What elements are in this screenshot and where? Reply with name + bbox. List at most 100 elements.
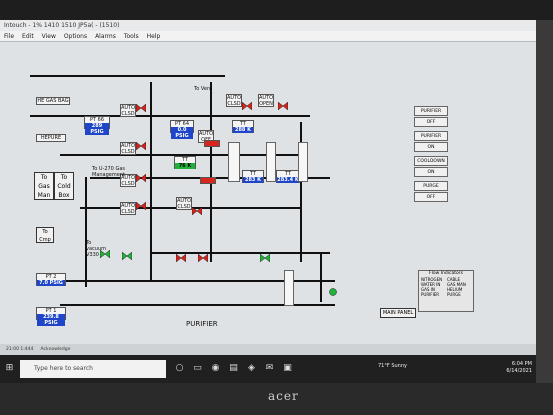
valve-closed-icon[interactable] xyxy=(278,102,288,110)
pt-reading: PT 64 0.0 PSIG xyxy=(170,120,194,139)
status-flag xyxy=(200,177,216,184)
windows-start-icon[interactable]: ⊞ xyxy=(5,363,14,373)
pt-reading: PT 66 289 PSIG xyxy=(84,116,110,135)
note-to-vent: To Vent xyxy=(194,86,213,92)
vessel xyxy=(284,270,294,306)
pipe xyxy=(60,304,335,306)
valve-closed-icon[interactable] xyxy=(198,254,208,262)
valve-status-box[interactable]: AUTO CLSD xyxy=(120,104,136,117)
tt-reading: TT 76 K xyxy=(174,156,196,169)
pipe xyxy=(85,177,87,287)
legend-item: HELIUM xyxy=(447,287,463,292)
valve-closed-icon[interactable] xyxy=(176,254,186,262)
pipe xyxy=(150,82,152,282)
task-view-icon[interactable]: ○ xyxy=(175,363,184,373)
laptop-bezel-top xyxy=(0,0,553,20)
menu-file[interactable]: File xyxy=(4,32,15,40)
valve-status-box[interactable]: AUTO CLSD xyxy=(226,94,242,107)
valve-open-icon[interactable] xyxy=(100,250,110,258)
valve-closed-icon[interactable] xyxy=(192,207,202,215)
taskbar-search-input[interactable]: Type here to search xyxy=(20,360,166,378)
folder-icon[interactable]: ▤ xyxy=(229,363,238,373)
he-gas-bag-box: HE GAS BAG xyxy=(36,97,70,105)
valve-closed-icon[interactable] xyxy=(136,174,146,182)
vessel xyxy=(298,142,308,182)
valve-status-box[interactable]: AUTO OPEN xyxy=(258,94,274,107)
valve-status-box[interactable]: AUTO CLSD xyxy=(120,202,136,215)
valve-closed-icon[interactable] xyxy=(136,142,146,150)
app-icon[interactable]: ▣ xyxy=(283,363,292,373)
menu-edit[interactable]: Edit xyxy=(22,32,34,40)
valve-closed-icon[interactable] xyxy=(136,202,146,210)
pipe xyxy=(30,75,225,77)
pipe xyxy=(60,154,300,156)
legend-item: GAS IN xyxy=(421,287,435,292)
pipe xyxy=(320,252,322,302)
valve-closed-icon[interactable] xyxy=(136,104,146,112)
valve-status-box[interactable]: AUTO CLSD xyxy=(176,197,192,210)
tt-reading: TT 288 K xyxy=(232,120,254,133)
valve-closed-icon[interactable] xyxy=(242,102,252,110)
tt-reading: TT 283.4 K xyxy=(276,170,300,183)
purifier-mode-value[interactable]: OFF xyxy=(414,117,448,127)
purifier-value[interactable]: ON xyxy=(414,142,448,152)
store-icon[interactable]: ◈ xyxy=(248,363,255,373)
pipe xyxy=(300,122,302,262)
valve-status-box[interactable]: AUTO CLSD xyxy=(120,142,136,155)
menu-view[interactable]: View xyxy=(41,32,56,40)
legend-item: PURIFIER xyxy=(421,292,440,297)
laptop-screen: Intouch - 1% 1410 1510 JP5a( - (1510) Fi… xyxy=(0,20,536,383)
weather-widget[interactable]: 71°F Sunny xyxy=(378,363,407,369)
mail-icon[interactable]: ✉ xyxy=(265,363,274,373)
valve-status-box[interactable]: AUTO CLSD xyxy=(120,174,136,187)
he-gas-bag-label: HE GAS BAG xyxy=(37,98,69,104)
hepure-box: HEPURE xyxy=(36,134,66,142)
pipe xyxy=(210,82,212,262)
cooldown-label: COOLDOWN xyxy=(414,156,448,166)
purge-value[interactable]: OFF xyxy=(414,192,448,202)
menu-options[interactable]: Options xyxy=(63,32,88,40)
to-cold-box-button[interactable]: To Cold Box xyxy=(54,172,74,200)
pt-reading: PT 2 7.0 PSIG xyxy=(36,273,66,286)
menu-alarms[interactable]: Alarms xyxy=(95,32,116,40)
vessel xyxy=(266,142,276,182)
valve-open-icon[interactable] xyxy=(260,254,270,262)
legend-item: CABLE xyxy=(447,277,461,282)
legend-item: NITROGEN xyxy=(421,277,443,282)
window-title: Intouch - 1% 1410 1510 JP5a( - (1510) xyxy=(4,22,120,29)
status-bar: 21:00 1:444 Acknowledge xyxy=(0,344,536,355)
pipe xyxy=(60,280,335,282)
menu-help[interactable]: Help xyxy=(146,32,161,40)
to-cmp-button[interactable]: To Cmp xyxy=(36,227,54,243)
main-panel-button[interactable]: MAIN PANEL xyxy=(380,308,416,318)
cooldown-value[interactable]: ON xyxy=(414,167,448,177)
pump-icon[interactable] xyxy=(328,288,338,296)
vessel xyxy=(228,142,240,182)
diagram-title: PURIFIER xyxy=(186,320,218,328)
pipe xyxy=(150,252,330,254)
legend-title: Flow Indicators xyxy=(429,271,463,276)
pt-reading: PT 1 239.8 PSIG xyxy=(36,307,66,326)
purge-label: PURGE xyxy=(414,181,448,191)
browser-icon[interactable]: ◉ xyxy=(211,363,220,373)
valve-open-icon[interactable] xyxy=(122,252,132,260)
menu-tools[interactable]: Tools xyxy=(123,32,139,40)
taskbar-clock[interactable]: 6:04 PM 6/14/2021 xyxy=(506,361,532,374)
flow-legend: Flow Indicators NITROGEN CABLE WATER IN … xyxy=(418,270,474,312)
process-diagram: HE GAS BAG HEPURE To Gas Man To Cold Box… xyxy=(0,42,536,344)
legend-item: GAS MAN xyxy=(447,282,466,287)
pipe xyxy=(30,115,310,117)
note-to-u270: To U-270 Gas Management xyxy=(92,166,125,178)
to-gas-man-button[interactable]: To Gas Man xyxy=(34,172,54,200)
task-switch-icon[interactable]: ▭ xyxy=(193,363,202,373)
status-flag xyxy=(204,140,220,147)
window-titlebar: Intouch - 1% 1410 1510 JP5a( - (1510) xyxy=(0,20,536,31)
purifier-mode-label: PURIFIER MODE xyxy=(414,106,448,123)
brand-logo: acer xyxy=(268,389,299,403)
menu-bar: File Edit View Options Alarms Tools Help xyxy=(0,31,536,42)
taskbar: ⊞ Type here to search ○ ▭ ◉ ▤ ◈ ✉ ▣ 71°F… xyxy=(0,355,536,383)
tt-reading: TT 283 K xyxy=(242,170,264,183)
note-to-vac: To vacuum V330 xyxy=(86,240,106,258)
acknowledge-button[interactable]: Acknowledge xyxy=(40,347,71,352)
hepure-label: HEPURE xyxy=(40,135,62,141)
